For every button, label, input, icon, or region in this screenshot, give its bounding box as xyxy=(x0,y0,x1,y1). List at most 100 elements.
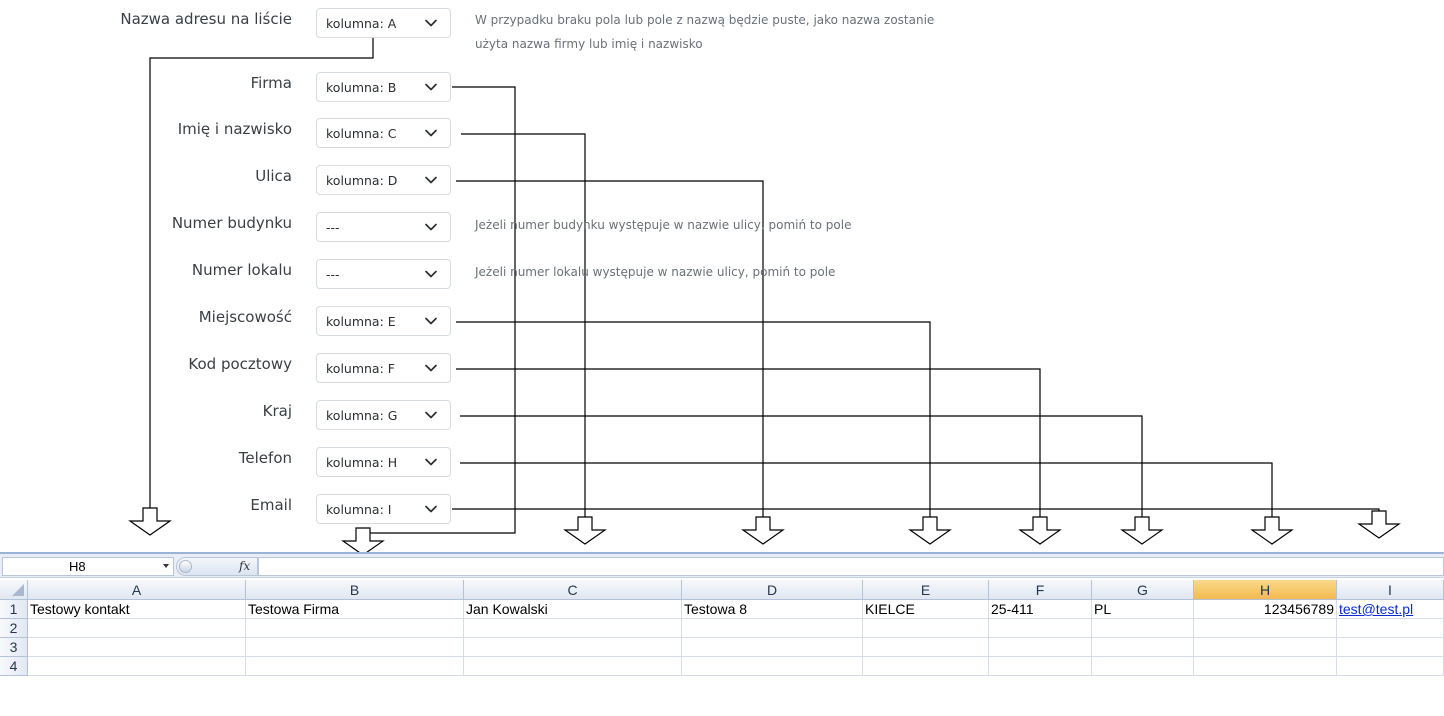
formula-input[interactable] xyxy=(258,557,1444,576)
cell-F2[interactable] xyxy=(989,619,1092,638)
cell-D2[interactable] xyxy=(682,619,863,638)
select-miejscowosc[interactable]: kolumna: E xyxy=(316,306,451,336)
expand-handle-icon[interactable] xyxy=(179,560,192,573)
arrow-down-icon xyxy=(908,516,952,545)
select-nazwa[interactable]: kolumna: A xyxy=(316,8,451,38)
select-kraj-value: kolumna: G xyxy=(326,408,398,423)
column-header-H[interactable]: H xyxy=(1194,580,1337,600)
select-ulica-value: kolumna: D xyxy=(326,173,398,188)
cell-H2[interactable] xyxy=(1194,619,1337,638)
cell-I3[interactable] xyxy=(1337,638,1444,657)
select-email[interactable]: kolumna: I xyxy=(316,494,451,524)
chevron-down-icon[interactable] xyxy=(424,455,438,469)
select-ulica[interactable]: kolumna: D xyxy=(316,165,451,195)
row-header[interactable]: 4 xyxy=(0,657,28,676)
select-numer-lokalu[interactable]: --- xyxy=(316,259,451,289)
fx-icon[interactable]: fx xyxy=(239,559,251,573)
cell-D3[interactable] xyxy=(682,638,863,657)
select-imie-value: kolumna: C xyxy=(326,126,397,141)
column-header-F[interactable]: F xyxy=(989,580,1092,600)
cell-A1[interactable]: Testowy kontakt xyxy=(28,600,246,619)
column-header-I[interactable]: I xyxy=(1337,580,1444,600)
label-numer-budynku: Numer budynku xyxy=(171,214,292,232)
name-box[interactable]: H8 xyxy=(2,557,174,576)
column-header-E[interactable]: E xyxy=(863,580,989,600)
chevron-down-icon[interactable] xyxy=(424,173,438,187)
cell-C2[interactable] xyxy=(464,619,682,638)
cell-G3[interactable] xyxy=(1092,638,1194,657)
chevron-down-icon[interactable] xyxy=(424,361,438,375)
chevron-down-icon[interactable] xyxy=(424,502,438,516)
select-email-value: kolumna: I xyxy=(326,502,392,517)
select-telefon[interactable]: kolumna: H xyxy=(316,447,451,477)
label-nazwa: Nazwa adresu na liście xyxy=(120,10,292,28)
column-header-A[interactable]: A xyxy=(28,580,246,600)
cell-G4[interactable] xyxy=(1092,657,1194,676)
arrow-down-icon xyxy=(1018,516,1062,545)
chevron-down-icon[interactable] xyxy=(424,267,438,281)
cell-C1[interactable]: Jan Kowalski xyxy=(464,600,682,619)
chevron-down-icon[interactable] xyxy=(424,220,438,234)
select-kraj[interactable]: kolumna: G xyxy=(316,400,451,430)
cell-I4[interactable] xyxy=(1337,657,1444,676)
cell-A3[interactable] xyxy=(28,638,246,657)
triangle-down-icon[interactable] xyxy=(163,564,169,568)
cell-B2[interactable] xyxy=(246,619,464,638)
note-numer-lokalu: Jeżeli numer lokalu występuje w nazwie u… xyxy=(475,265,836,279)
select-imie[interactable]: kolumna: C xyxy=(316,118,451,148)
cell-B3[interactable] xyxy=(246,638,464,657)
cell-E2[interactable] xyxy=(863,619,989,638)
chevron-down-icon[interactable] xyxy=(424,126,438,140)
chevron-down-icon[interactable] xyxy=(424,80,438,94)
cell-H1[interactable]: 123456789 xyxy=(1194,600,1337,619)
cell-F1[interactable]: 25-411 xyxy=(989,600,1092,619)
column-header-G[interactable]: G xyxy=(1092,580,1194,600)
arrow-down-icon xyxy=(1250,516,1294,545)
column-header-C[interactable]: C xyxy=(464,580,682,600)
cell-B1[interactable]: Testowa Firma xyxy=(246,600,464,619)
select-kod[interactable]: kolumna: F xyxy=(316,353,451,383)
arrow-down-icon xyxy=(1120,516,1164,545)
label-telefon: Telefon xyxy=(238,449,292,467)
cell-I2[interactable] xyxy=(1337,619,1444,638)
cell-B4[interactable] xyxy=(246,657,464,676)
cell-F4[interactable] xyxy=(989,657,1092,676)
column-header-B[interactable]: B xyxy=(246,580,464,600)
cell-D1[interactable]: Testowa 8 xyxy=(682,600,863,619)
label-imie: Imię i nazwisko xyxy=(177,120,292,138)
select-telefon-value: kolumna: H xyxy=(326,455,398,470)
select-firma-value: kolumna: B xyxy=(326,80,397,95)
arrow-down-icon xyxy=(563,516,607,545)
cell-C3[interactable] xyxy=(464,638,682,657)
cell-G1[interactable]: PL xyxy=(1092,600,1194,619)
connector-I xyxy=(452,508,1380,511)
select-numer-budynku[interactable]: --- xyxy=(316,212,451,242)
chevron-down-icon[interactable] xyxy=(424,408,438,422)
cell-F3[interactable] xyxy=(989,638,1092,657)
row-header[interactable]: 3 xyxy=(0,638,28,657)
row-header[interactable]: 1 xyxy=(0,600,28,619)
select-firma[interactable]: kolumna: B xyxy=(316,72,451,102)
connector-H xyxy=(460,462,1273,517)
select-numer-lokalu-value: --- xyxy=(326,267,340,282)
column-header-D[interactable]: D xyxy=(682,580,863,600)
chevron-down-icon[interactable] xyxy=(424,16,438,30)
cell-A2[interactable] xyxy=(28,619,246,638)
cell-A4[interactable] xyxy=(28,657,246,676)
cell-E4[interactable] xyxy=(863,657,989,676)
connector-E xyxy=(456,321,931,517)
cell-H3[interactable] xyxy=(1194,638,1337,657)
arrow-down-icon xyxy=(1357,510,1401,539)
cell-D4[interactable] xyxy=(682,657,863,676)
chevron-down-icon[interactable] xyxy=(424,314,438,328)
cell-I1[interactable]: test@test.pl xyxy=(1337,600,1444,619)
cell-C4[interactable] xyxy=(464,657,682,676)
select-all-corner[interactable] xyxy=(0,580,28,600)
select-nazwa-value: kolumna: A xyxy=(326,16,397,31)
row-header[interactable]: 2 xyxy=(0,619,28,638)
cell-E3[interactable] xyxy=(863,638,989,657)
cell-H4[interactable] xyxy=(1194,657,1337,676)
cell-G2[interactable] xyxy=(1092,619,1194,638)
cell-E1[interactable]: KIELCE xyxy=(863,600,989,619)
